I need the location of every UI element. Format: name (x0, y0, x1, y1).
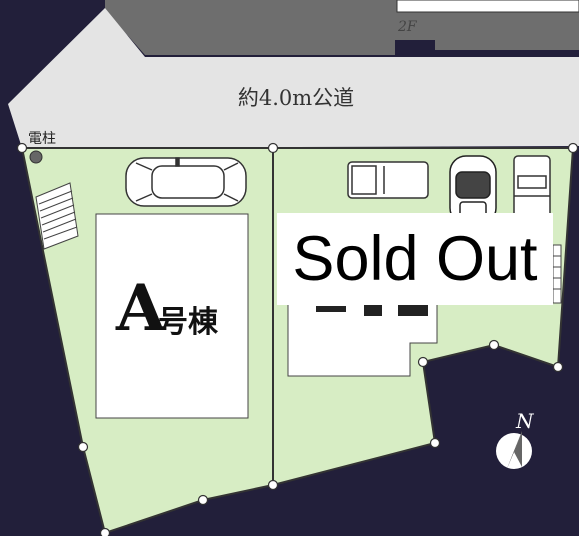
van-icon (347, 161, 429, 199)
utility-pole-label: 電柱 (28, 131, 56, 147)
stairs-right-icon (552, 244, 562, 304)
compass-north-label: N (515, 409, 535, 433)
utility-pole-icon (29, 150, 43, 164)
road-label: 約4.0m公道 (238, 86, 354, 110)
neighbor-building (0, 0, 579, 105)
boundary-markers (16, 142, 579, 536)
house-a-letter: A (115, 271, 167, 346)
public-road (8, 8, 579, 148)
stairs-icon (35, 182, 79, 250)
car-icon (125, 157, 247, 207)
house-a (95, 213, 249, 419)
floor-label: 2F (397, 19, 418, 35)
sold-out-badge: Sold Out (277, 213, 553, 305)
compass-icon (496, 431, 532, 471)
neighbor-building-window (396, 0, 579, 13)
house-a-suffix: 号棟 (158, 305, 219, 340)
